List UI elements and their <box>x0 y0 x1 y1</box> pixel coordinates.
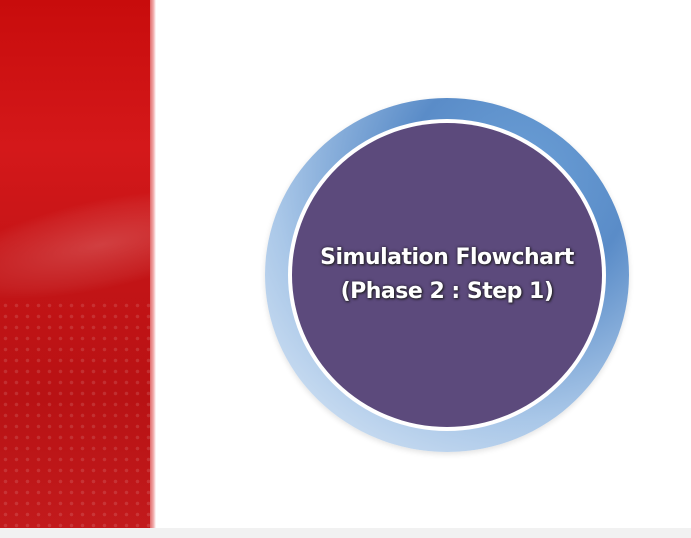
slide-title-line-1: Simulation Flowchart <box>320 245 574 270</box>
band-edge <box>150 0 156 528</box>
slide-title-line-2: (Phase 2 : Step 1) <box>340 279 554 304</box>
red-side-band <box>0 0 150 528</box>
title-circle: Simulation Flowchart (Phase 2 : Step 1) <box>292 123 602 427</box>
bottom-strip <box>0 528 691 538</box>
dot-pattern <box>0 300 150 528</box>
